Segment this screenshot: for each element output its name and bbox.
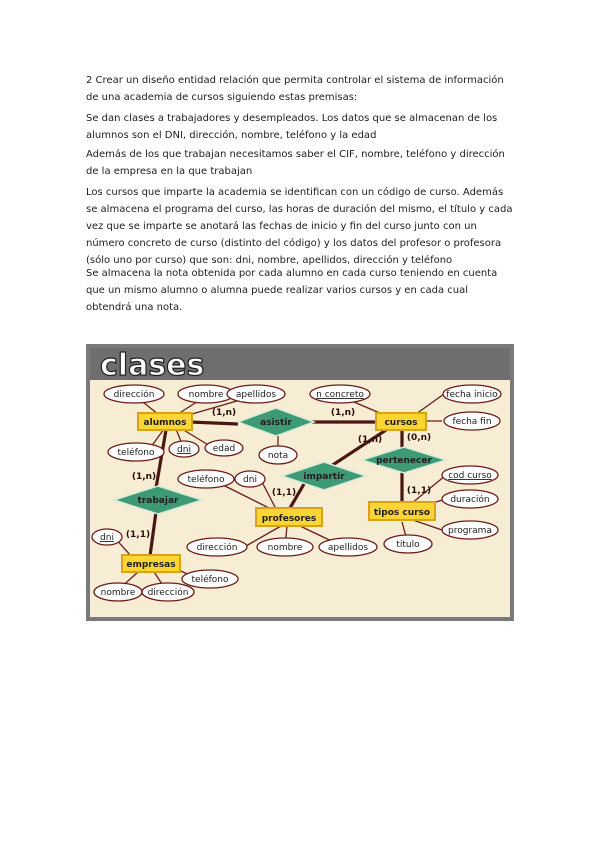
question-statement: 2 Crear un diseño entidad relación que p… <box>86 75 504 103</box>
entity-tipos-curso: tipos curso <box>368 501 436 521</box>
svg-text:dni: dni <box>100 533 114 543</box>
entity-cursos: cursos <box>375 412 427 431</box>
attribute-empresas-nombre: nombre <box>93 582 143 602</box>
relation-trabajar: trabajar <box>111 485 205 515</box>
entity-empresas: empresas <box>121 554 181 573</box>
attribute-tipos-cod-curso: cod curso <box>441 465 499 485</box>
attribute-profesores-telefono: teléfono <box>177 469 235 489</box>
premise-notas: Se almacena la nota obtenida por cada al… <box>86 268 498 313</box>
svg-text:impartir: impartir <box>303 472 345 482</box>
svg-text:nombre: nombre <box>101 588 136 598</box>
svg-text:dirección: dirección <box>197 542 238 553</box>
attribute-profesores-direccion: dirección <box>186 537 248 557</box>
svg-text:cod curso: cod curso <box>448 471 492 481</box>
attribute-profesores-nombre: nombre <box>256 537 314 557</box>
attribute-alumnos-nombre: nombre <box>177 384 235 404</box>
attribute-alumnos-telefono: teléfono <box>107 442 165 462</box>
attribute-alumnos-direccion: dirección <box>103 384 165 404</box>
card-pertenecer-tipos: (1,1) <box>407 486 431 496</box>
card-alumnos-trabajar: (1,n) <box>132 472 156 482</box>
svg-text:dni: dni <box>243 475 257 485</box>
svg-text:título: título <box>396 540 420 550</box>
svg-text:nombre: nombre <box>268 543 303 553</box>
svg-text:teléfono: teléfono <box>118 447 155 458</box>
svg-text:edad: edad <box>213 444 235 454</box>
attribute-alumnos-dni: dni <box>168 440 200 458</box>
svg-text:alumnos: alumnos <box>144 418 187 428</box>
attribute-alumnos-edad: edad <box>204 439 244 457</box>
svg-text:profesores: profesores <box>262 514 317 524</box>
attribute-cursos-fecha-inicio: fecha inicio <box>442 384 502 404</box>
attribute-cursos-n-concreto: n concreto <box>309 384 371 404</box>
attribute-cursos-fecha-fin: fecha fin <box>443 411 501 431</box>
svg-text:fecha fin: fecha fin <box>452 417 491 427</box>
card-asistir-cursos: (1,n) <box>331 408 355 418</box>
card-alumnos-asistir: (1,n) <box>212 408 236 418</box>
svg-text:dirección: dirección <box>114 389 155 400</box>
relation-pertenecer: pertenecer <box>359 446 449 474</box>
attribute-alumnos-apellidos: apellidos <box>226 384 286 404</box>
card-impartir-profesores: (1,1) <box>272 488 296 498</box>
svg-text:programa: programa <box>448 526 492 536</box>
svg-text:teléfono: teléfono <box>188 474 225 485</box>
diagram-banner <box>90 348 510 380</box>
svg-text:fecha inicio: fecha inicio <box>446 390 498 400</box>
attribute-profesores-dni: dni <box>234 470 266 488</box>
svg-text:nota: nota <box>268 451 288 461</box>
attribute-empresas-dni: dni <box>91 528 123 546</box>
svg-text:asistir: asistir <box>260 418 292 428</box>
premise-empresas: Además de los que trabajan necesitamos s… <box>86 149 505 177</box>
card-trabajar-empresas: (1,1) <box>126 530 150 540</box>
svg-text:teléfono: teléfono <box>192 574 229 585</box>
svg-text:cursos: cursos <box>384 418 417 428</box>
card-cursos-impartir: (1,n) <box>358 435 382 445</box>
svg-text:apellidos: apellidos <box>328 543 368 553</box>
attribute-asistir-nota: nota <box>258 445 298 465</box>
entity-profesores: profesores <box>255 507 323 527</box>
attribute-tipos-duracion: duración <box>441 489 499 509</box>
er-diagram: clases as <box>86 344 514 621</box>
attribute-tipos-programa: programa <box>441 520 499 540</box>
svg-text:duración: duración <box>450 494 489 505</box>
svg-text:apellidos: apellidos <box>236 390 276 400</box>
attribute-tipos-titulo: título <box>383 534 433 554</box>
svg-text:n concreto: n concreto <box>316 390 364 400</box>
svg-text:empresas: empresas <box>126 560 175 570</box>
relation-asistir: asistir <box>235 407 317 437</box>
premise-cursos: Los cursos que imparte la academia se id… <box>86 187 513 266</box>
card-cursos-pertenecer: (0,n) <box>407 433 431 443</box>
svg-text:pertenecer: pertenecer <box>376 456 432 466</box>
attribute-empresas-telefono: teléfono <box>181 569 239 589</box>
premise-alumnos: Se dan clases a trabajadores y desemplea… <box>86 113 498 141</box>
diagram-title: clases <box>100 348 204 383</box>
attribute-profesores-apellidos: apellidos <box>318 537 378 557</box>
attribute-empresas-direccion: dirección <box>141 582 195 602</box>
entity-alumnos: alumnos <box>137 412 193 431</box>
svg-text:dirección: dirección <box>148 587 189 598</box>
svg-text:tipos curso: tipos curso <box>374 508 430 518</box>
svg-text:nombre: nombre <box>189 390 224 400</box>
svg-text:trabajar: trabajar <box>138 496 179 506</box>
svg-text:dni: dni <box>177 445 191 455</box>
relation-impartir: impartir <box>279 461 369 491</box>
